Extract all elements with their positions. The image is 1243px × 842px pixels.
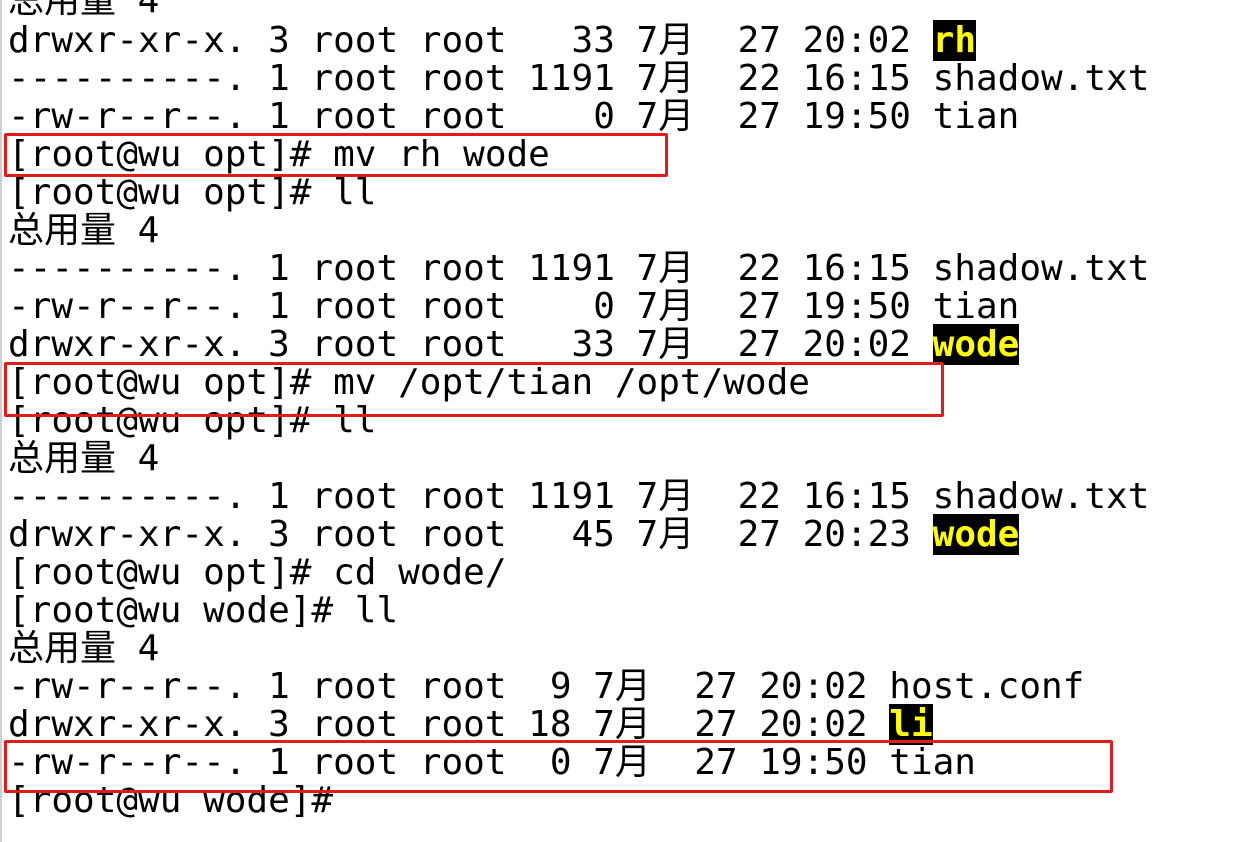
terminal-line-file-tian: -rw-r--r--. 1 root root 0 7月 27 19:50 ti… [8, 286, 1020, 327]
terminal-line-file-host-conf: -rw-r--r--. 1 root root 9 7月 27 20:02 ho… [8, 666, 1085, 707]
terminal-line-dir-wode: drwxr-xr-x. 3 root root 45 7月 27 20:23 w… [8, 514, 1020, 555]
annotation-box-mv-tian [4, 362, 944, 417]
terminal-line-command-mv-rh: [root@wu opt]# mv rh wode [8, 134, 550, 175]
terminal-line-dir-wode: drwxr-xr-x. 3 root root 33 7月 27 20:02 w… [8, 324, 1020, 365]
terminal-line-command-cd: [root@wu opt]# cd wode/ [8, 552, 507, 593]
terminal-line-dir-rh: drwxr-xr-x. 3 root root 33 7月 27 20:02 r… [8, 20, 976, 61]
dir-name-highlight: rh [932, 20, 976, 61]
terminal-prompt[interactable]: [root@wu wode]# [8, 780, 334, 821]
annotation-box-mv-rh [4, 133, 668, 177]
terminal-line-file-tian: -rw-r--r--. 1 root root 0 7月 27 19:50 ti… [8, 742, 976, 783]
terminal-line-total: 总用量 4 [8, 0, 160, 21]
dir-name-highlight: wode [932, 514, 1020, 555]
annotation-box-tian-file [4, 740, 1113, 793]
terminal-line-total: 总用量 4 [8, 438, 160, 479]
terminal-line-command-ll: [root@wu wode]# ll [8, 590, 399, 631]
terminal-line-total: 总用量 4 [8, 210, 160, 251]
terminal-line-command-mv-tian: [root@wu opt]# mv /opt/tian /opt/wode [8, 362, 810, 403]
window-left-border [0, 0, 2, 842]
terminal-line-file-shadow: ----------. 1 root root 1191 7月 22 16:15… [8, 476, 1150, 517]
terminal-line-file-shadow: ----------. 1 root root 1191 7月 22 16:15… [8, 248, 1150, 289]
terminal-line-command-ll: [root@wu opt]# ll [8, 172, 377, 213]
dir-name-highlight: wode [932, 324, 1020, 365]
terminal-line-total: 总用量 4 [8, 628, 160, 669]
terminal-line-file-tian: -rw-r--r--. 1 root root 0 7月 27 19:50 ti… [8, 96, 1020, 137]
terminal-line-command-ll: [root@wu opt]# ll [8, 400, 377, 441]
terminal-line-dir-li: drwxr-xr-x. 3 root root 18 7月 27 20:02 l… [8, 704, 933, 745]
dir-name-highlight: li [889, 704, 933, 745]
terminal-line-file-shadow: ----------. 1 root root 1191 7月 22 16:15… [8, 58, 1150, 99]
